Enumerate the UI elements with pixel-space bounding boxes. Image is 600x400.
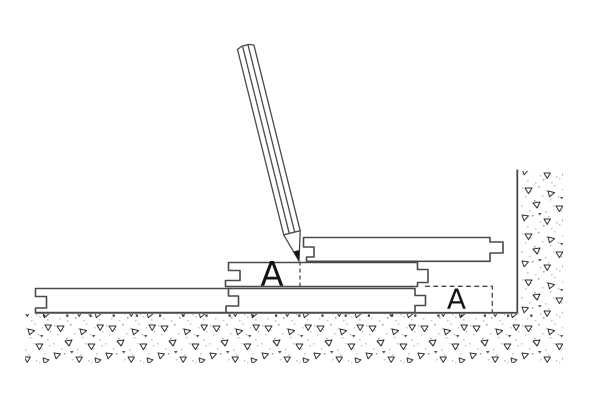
bottom-plank-row [34,287,427,314]
bottom-plank-outline [34,287,427,314]
pencil-facet-line [242,46,290,234]
bottom-plank-joint [225,287,240,314]
top-plank [302,236,504,263]
gap-dashed-outline [425,285,493,313]
pencil-facet-line [247,44,296,233]
measurement-label-gap: A [447,282,466,315]
pencil-shaft [236,43,301,236]
measurement-label-plank: A [260,255,283,295]
middle-plank [224,261,429,288]
pencil-lead-tip [293,249,300,261]
pencil-icon [236,43,301,262]
